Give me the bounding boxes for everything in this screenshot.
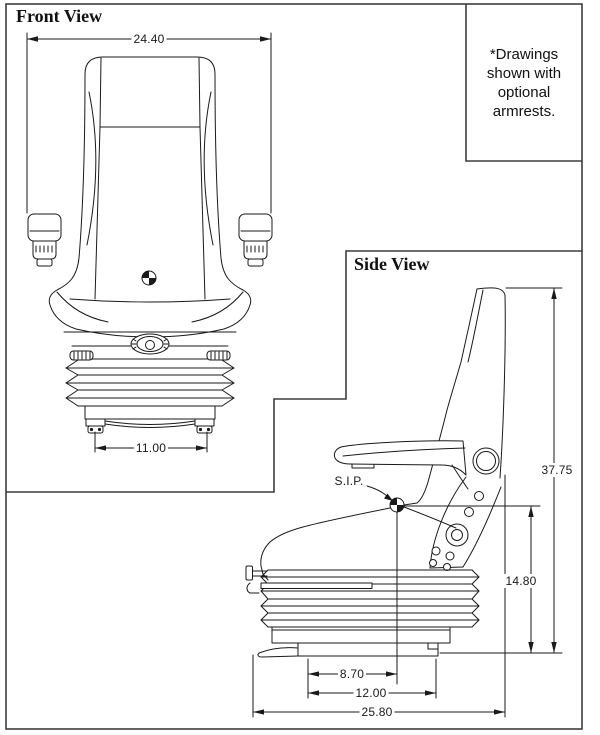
side-view-drawing (245, 287, 563, 718)
sip-target-icon (389, 497, 405, 513)
base-depth-dim-label: 12.00 (353, 686, 389, 700)
sip-height-dim-label: 14.80 (503, 574, 539, 588)
sip-leader-line (366, 485, 393, 501)
overall-height-dim-label: 37.75 (539, 463, 575, 477)
front-right-armrest (238, 213, 273, 267)
front-bellows (65, 359, 235, 407)
suspension-rollers (69, 350, 231, 361)
front-left-armrest (27, 213, 62, 267)
overall-depth-dim-label: 25.80 (359, 705, 395, 719)
panel-borders (5, 3, 583, 730)
front-view-title: Front View (16, 6, 103, 26)
recline-bracket (429, 476, 502, 571)
side-cushion (260, 502, 457, 581)
front-base-width-dim-label: 11.00 (133, 441, 169, 455)
suspension-knob (130, 333, 170, 355)
side-backrest (476, 287, 506, 479)
sip-setback-dim-label: 8.70 (337, 667, 367, 681)
slide-rail (245, 565, 373, 594)
side-armrest (333, 440, 500, 490)
armrest-note: *Drawings shown with optional armrests. (486, 45, 562, 120)
sip-label: S.I.P. (332, 474, 366, 488)
front-view-drawing (26, 32, 273, 453)
side-view-title: Side View (354, 254, 430, 274)
front-width-dim-label: 24.40 (131, 32, 167, 46)
side-dimension-lines (252, 287, 563, 718)
sip-target-icon (141, 270, 157, 286)
front-width-dimension-lines (26, 32, 272, 214)
front-seat-outline (48, 56, 252, 338)
side-base (257, 626, 451, 658)
front-base (84, 405, 216, 434)
side-bellows (260, 569, 480, 628)
